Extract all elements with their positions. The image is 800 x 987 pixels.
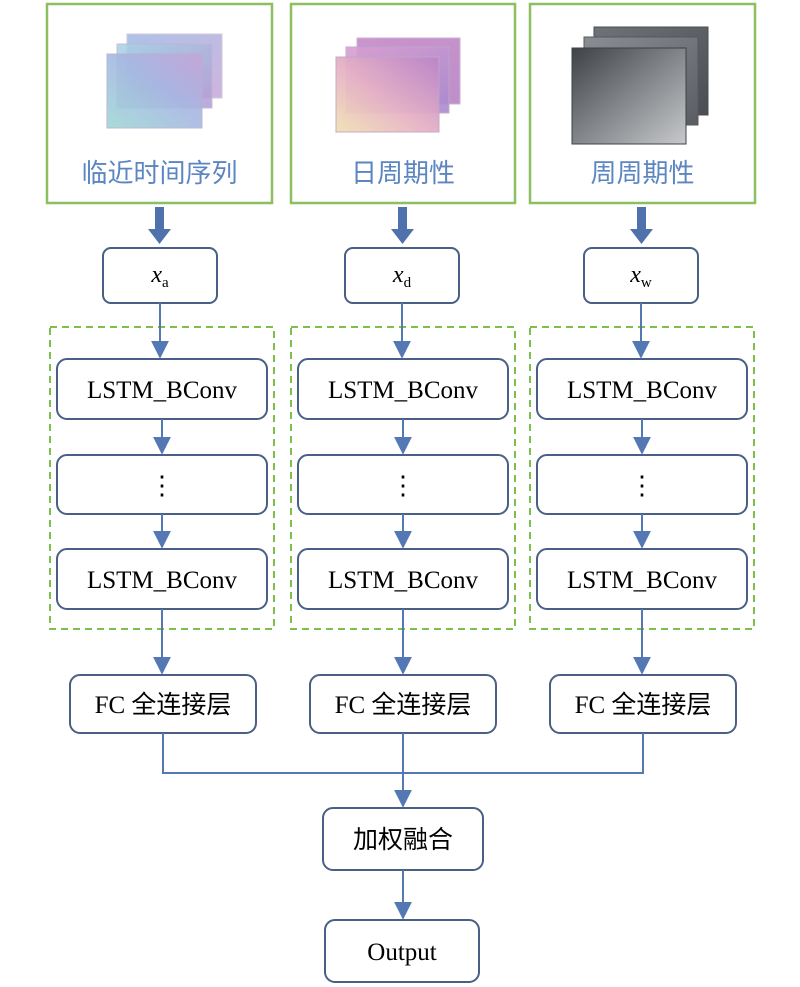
lstm-layer-label: LSTM_BConv xyxy=(328,567,479,594)
output-label: Output xyxy=(367,939,437,966)
weighted-fusion-box: 加权融合 xyxy=(322,807,484,871)
input-box-xa: xa xyxy=(102,247,218,304)
source-panel-daily: 日周期性 xyxy=(289,2,517,205)
fc-box: FC 全连接层 xyxy=(309,674,497,734)
svg-text:xd: xd xyxy=(392,262,412,291)
fusion-label: 加权融合 xyxy=(353,825,453,854)
fc-label: FC 全连接层 xyxy=(95,691,232,719)
thick-arrow xyxy=(148,207,653,244)
source-label: 周周期性 xyxy=(590,159,694,189)
fc-box: FC 全连接层 xyxy=(69,674,257,734)
input-variable: x xyxy=(392,262,404,288)
input-subscript: d xyxy=(404,275,412,291)
source-label: 临近时间序列 xyxy=(81,159,237,189)
input-box-xw: xw xyxy=(583,247,699,304)
svg-text:xw: xw xyxy=(629,262,652,291)
lstm-stack-col-2: LSTM_BConv ⋮ LSTM_BConv xyxy=(297,358,509,610)
ellipsis: ⋮ xyxy=(390,471,416,500)
fc-label: FC 全连接层 xyxy=(575,691,712,719)
source-panel-recent: 临近时间序列 xyxy=(45,2,274,205)
lstm-stack-col-3: LSTM_BConv ⋮ LSTM_BConv xyxy=(536,358,748,610)
lstm-layer-label: LSTM_BConv xyxy=(567,567,718,594)
source-panel-weekly: 周周期性 xyxy=(528,2,757,205)
lstm-layer-label: LSTM_BConv xyxy=(328,377,479,404)
stacked-frames-icon xyxy=(106,33,223,129)
lstm-stack-col-1: LSTM_BConv ⋮ LSTM_BConv xyxy=(56,358,268,610)
fc-label: FC 全连接层 xyxy=(335,691,472,719)
lstm-layer-label: LSTM_BConv xyxy=(87,377,238,404)
lstm-layer-label: LSTM_BConv xyxy=(87,567,238,594)
ellipsis: ⋮ xyxy=(149,471,175,500)
output-box: Output xyxy=(324,919,480,983)
stacked-frames-icon xyxy=(335,37,461,133)
input-box-xd: xd xyxy=(344,247,460,304)
stacked-frames-icon xyxy=(571,26,709,145)
lstm-layer-label: LSTM_BConv xyxy=(567,377,718,404)
input-subscript: a xyxy=(162,275,169,291)
ellipsis: ⋮ xyxy=(629,471,655,500)
input-variable: x xyxy=(150,262,162,288)
connector-arrows xyxy=(151,303,651,920)
source-label: 日周期性 xyxy=(351,159,455,189)
input-variable: x xyxy=(629,262,641,288)
fc-box: FC 全连接层 xyxy=(549,674,737,734)
svg-text:xa: xa xyxy=(150,262,169,291)
input-subscript: w xyxy=(641,275,652,291)
